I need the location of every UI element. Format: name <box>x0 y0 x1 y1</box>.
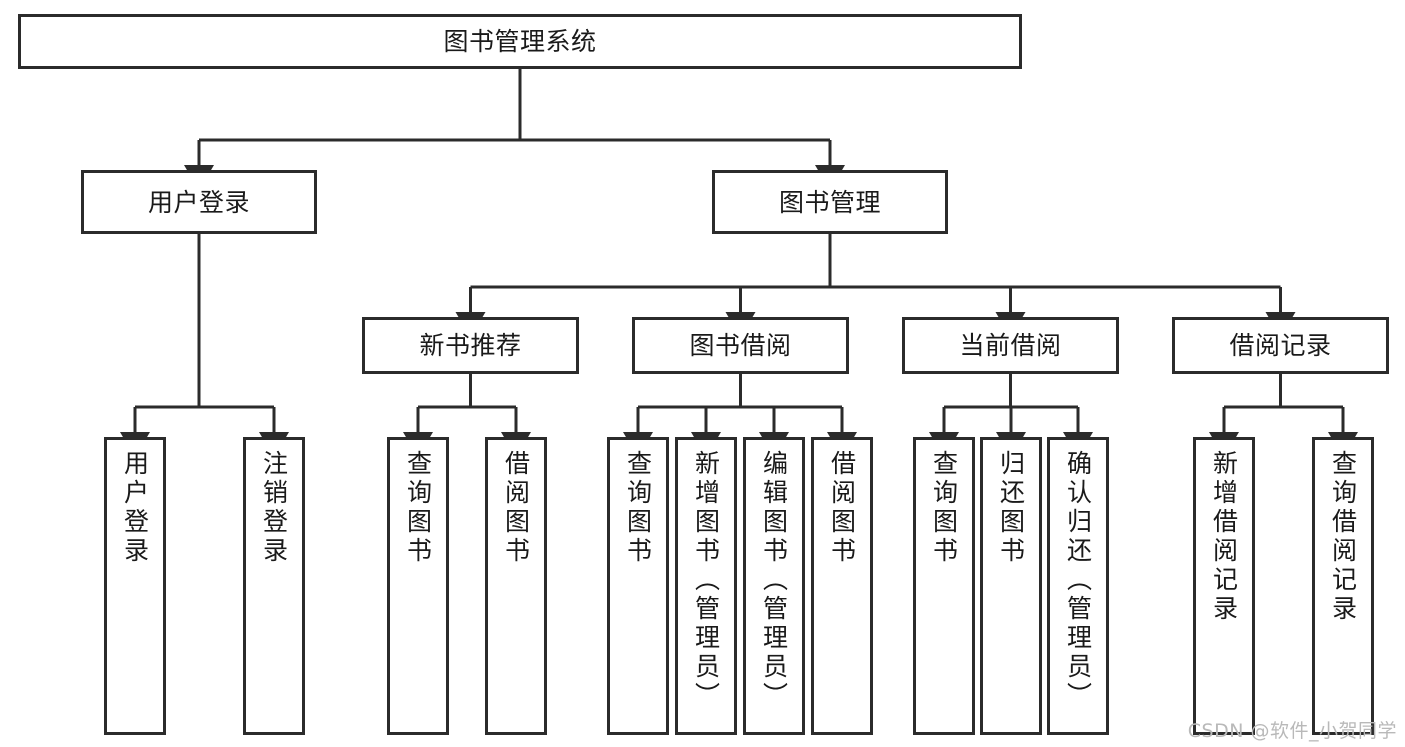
node-label: 图书管理 <box>778 187 881 217</box>
node-newbook[interactable]: 新书推荐 <box>362 317 579 374</box>
node-leaf-4[interactable]: 借阅图书 <box>485 437 547 735</box>
watermark-text: CSDN @软件_小贺同学 <box>1187 720 1397 742</box>
node-label: 编辑图书（管理员） <box>759 450 789 711</box>
node-leaf-3[interactable]: 查询图书 <box>387 437 449 735</box>
node-leaf-7[interactable]: 编辑图书（管理员） <box>743 437 805 735</box>
edges <box>120 69 1358 458</box>
node-label: 借阅记录 <box>1229 331 1332 360</box>
node-label: 用户登录 <box>147 187 250 217</box>
node-label: 确认归还（管理员） <box>1063 450 1093 711</box>
node-leaf-8[interactable]: 借阅图书 <box>811 437 873 735</box>
node-leaf-9[interactable]: 查询图书 <box>913 437 975 735</box>
node-login[interactable]: 用户登录 <box>81 170 317 234</box>
node-label: 新书推荐 <box>419 331 522 360</box>
node-leaf-6[interactable]: 新增图书（管理员） <box>675 437 737 735</box>
node-label: 归还图书 <box>996 450 1026 566</box>
node-root[interactable]: 图书管理系统 <box>18 14 1022 69</box>
node-label: 新增借阅记录 <box>1209 450 1239 624</box>
node-leaf-1[interactable]: 用户登录 <box>104 437 166 735</box>
node-label: 借阅图书 <box>827 450 857 566</box>
node-borrow[interactable]: 图书借阅 <box>632 317 849 374</box>
node-label: 当前借阅 <box>959 331 1062 360</box>
node-bookmgmt[interactable]: 图书管理 <box>712 170 948 234</box>
node-label: 用户登录 <box>120 450 150 566</box>
node-label: 注销登录 <box>259 450 289 566</box>
node-leaf-12[interactable]: 新增借阅记录 <box>1193 437 1255 735</box>
node-label: 查询图书 <box>623 450 653 566</box>
node-label: 借阅图书 <box>501 450 531 566</box>
node-leaf-2[interactable]: 注销登录 <box>243 437 305 735</box>
node-label: 查询借阅记录 <box>1328 450 1358 624</box>
node-records[interactable]: 借阅记录 <box>1172 317 1389 374</box>
node-label: 新增图书（管理员） <box>691 450 721 711</box>
node-leaf-13[interactable]: 查询借阅记录 <box>1312 437 1374 735</box>
node-label: 图书管理系统 <box>443 27 597 56</box>
node-label: 查询图书 <box>929 450 959 566</box>
node-leaf-5[interactable]: 查询图书 <box>607 437 669 735</box>
node-current[interactable]: 当前借阅 <box>902 317 1119 374</box>
node-leaf-10[interactable]: 归还图书 <box>980 437 1042 735</box>
node-leaf-11[interactable]: 确认归还（管理员） <box>1047 437 1109 735</box>
node-label: 图书借阅 <box>689 331 792 360</box>
node-label: 查询图书 <box>403 450 433 566</box>
